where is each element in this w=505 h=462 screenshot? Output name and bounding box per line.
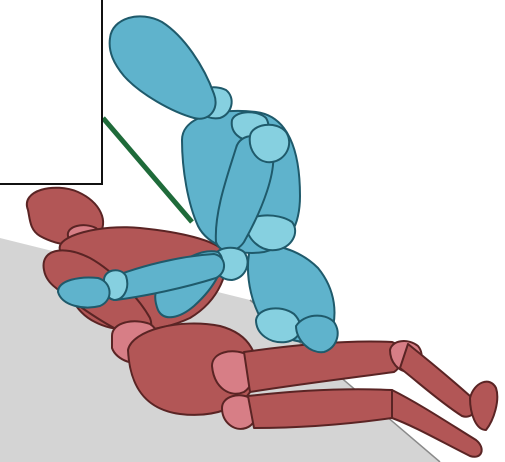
rescuer-hand bbox=[58, 278, 110, 308]
callout-box bbox=[0, 0, 103, 185]
callout-pointer-line bbox=[103, 118, 192, 222]
rescuer-shoulder-joint bbox=[250, 125, 289, 162]
casualty-foot-upper bbox=[470, 382, 497, 430]
rescuer-head bbox=[110, 16, 216, 118]
